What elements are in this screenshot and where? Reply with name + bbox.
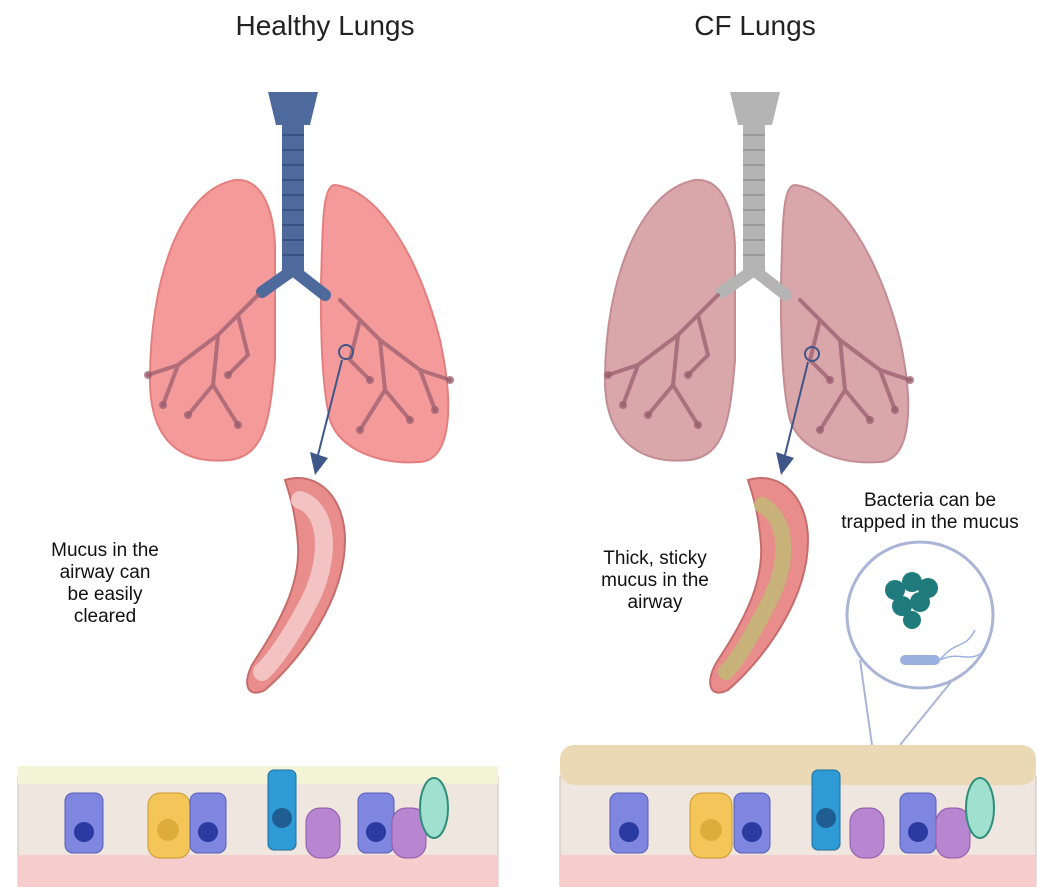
cf-trachea — [743, 100, 765, 275]
cf-left-lung — [605, 180, 735, 461]
cf-right-lung — [781, 185, 908, 462]
healthy-left-lung — [150, 180, 275, 461]
healthy-arrow-icon — [310, 452, 328, 475]
cf-lungs — [560, 92, 1036, 887]
cf-mucus-layer — [560, 745, 1036, 785]
healthy-lungs — [18, 92, 498, 887]
cf-larynx — [730, 92, 780, 125]
healthy-larynx — [268, 92, 318, 125]
healthy-right-lung — [321, 185, 448, 462]
healthy-trachea — [282, 100, 304, 275]
cf-arrow-icon — [776, 452, 794, 475]
bacteria-zoom-bubble — [847, 542, 993, 688]
